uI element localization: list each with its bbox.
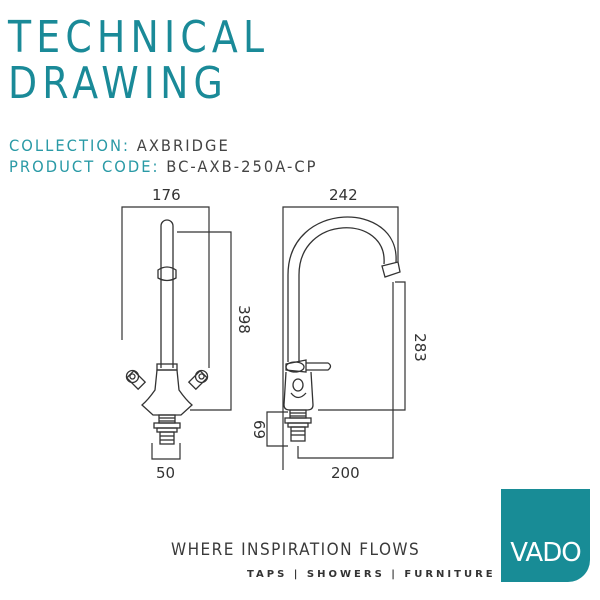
- collection-label: COLLECTION:: [9, 136, 131, 155]
- product-categories: TAPS | SHOWERS | FURNITURE: [247, 569, 496, 580]
- side-tail-label: 69: [250, 419, 269, 440]
- front-height-label: 398: [234, 305, 253, 334]
- product-code-value: BC-AXB-250A-CP: [166, 157, 318, 176]
- collection-value: AXBRIDGE: [136, 136, 230, 155]
- title-line-1: TECHNICAL: [8, 12, 270, 63]
- side-width-label: 242: [329, 186, 358, 204]
- side-view-tap: [283, 216, 401, 442]
- product-code-row: PRODUCT CODE: BC-AXB-250A-CP: [9, 159, 318, 175]
- vado-logo-text: VADO: [510, 538, 581, 568]
- side-reach-bracket: [297, 282, 394, 459]
- side-width-bracket: [282, 206, 399, 470]
- front-base-width-label: 50: [156, 464, 176, 482]
- side-reach-label: 200: [331, 464, 360, 482]
- side-spout-height-bracket: [318, 281, 406, 411]
- side-spout-height-label: 283: [410, 333, 429, 362]
- front-width-label: 176: [152, 186, 181, 204]
- front-width-bracket: [121, 206, 210, 368]
- tagline: WHERE INSPIRATION FLOWS: [171, 540, 421, 560]
- front-base-bracket: [151, 443, 181, 460]
- front-height-bracket: [177, 231, 232, 411]
- vado-logo: VADO: [501, 489, 590, 582]
- side-tail-bracket: [266, 411, 288, 447]
- collection-row: COLLECTION: AXBRIDGE: [9, 138, 230, 154]
- product-code-label: PRODUCT CODE:: [9, 157, 160, 176]
- title-line-2: DRAWING: [8, 58, 229, 109]
- front-view-tap: [125, 219, 209, 445]
